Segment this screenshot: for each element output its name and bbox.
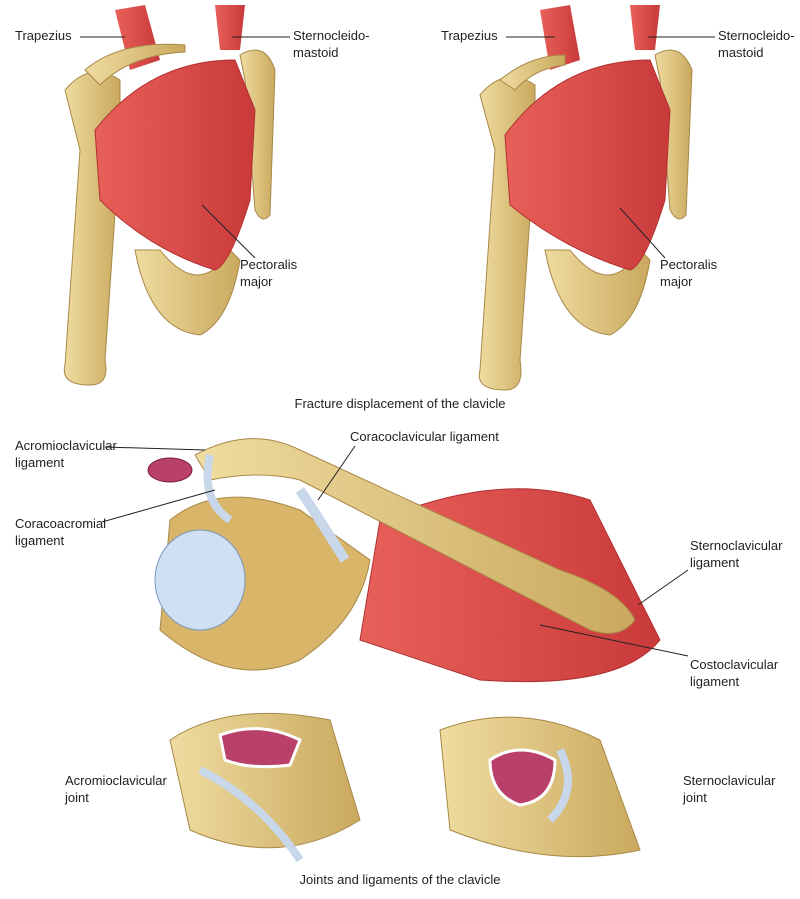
label-costoclavicular-ligament: Costoclavicular ligament [690,657,779,689]
label-sternocleidomastoid-left: Sternocleido- mastoid [293,28,370,60]
label-sternoclavicular-ligament: Sternoclavicular ligament [690,538,783,570]
label-pectoralis-major-right: Pectoralis major [660,257,718,289]
label-acromioclavicular-ligament: Acromioclavicular ligament [15,438,117,470]
label-pectoralis-major-left: Pectoralis major [240,257,298,289]
shoulder-illustration-left [63,5,276,386]
caption-fracture-displacement: Fracture displacement of the clavicle [294,396,506,411]
label-trapezius-left: Trapezius [15,28,72,43]
acromioclavicular-joint-illustration [169,712,361,863]
label-sternocleidomastoid-right: Sternocleido- mastoid [718,28,795,60]
label-sternoclavicular-joint: Sternoclavicular joint [683,773,776,805]
label-coracoacromial-ligament: Coracoacromial ligament [15,516,107,548]
label-trapezius-right: Trapezius [441,28,498,43]
shoulder-illustration-right [478,5,693,391]
label-coracoclavicular-ligament: Coracoclavicular ligament [350,429,499,444]
sternoclavicular-joint-illustration [439,716,641,858]
clavicle-ligaments-illustration [147,438,661,683]
leader-lines [80,36,715,657]
caption-joints-ligaments: Joints and ligaments of the clavicle [299,872,501,887]
label-acromioclavicular-joint: Acromioclavicular joint [65,773,167,805]
